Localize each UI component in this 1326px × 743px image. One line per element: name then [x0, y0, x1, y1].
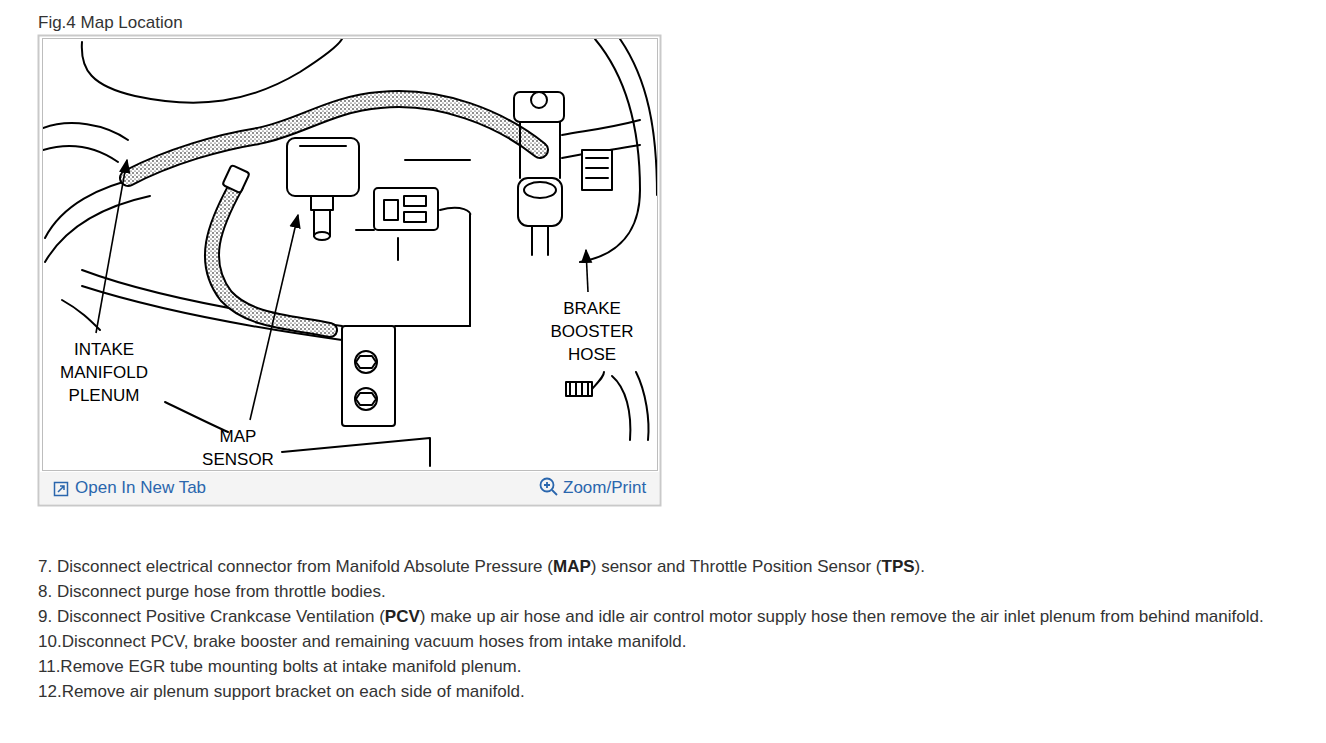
instruction-step: 7. Disconnect electrical connector from … — [38, 554, 1288, 579]
instruction-step: 8. Disconnect purge hose from throttle b… — [38, 579, 1288, 604]
engine-drawing-part — [570, 382, 588, 396]
engine-drawing-part — [82, 39, 342, 103]
part-label: INTAKE MANIFOLD PLENUM — [60, 338, 148, 407]
link-text: Zoom/Print — [563, 478, 646, 498]
step-text-part: ) — [420, 607, 426, 626]
engine-drawing-part — [580, 39, 640, 262]
engine-drawing-part — [531, 92, 547, 108]
step-text-part: sensor and Throttle Position Sensor — [596, 557, 875, 576]
engine-drawing-part — [404, 212, 426, 222]
instruction-step: 11.Remove EGR tube mounting bolts at int… — [38, 654, 1288, 679]
engine-drawing-part — [43, 123, 128, 140]
engine-drawing-part — [440, 208, 470, 215]
step-text-part: ) — [915, 557, 921, 576]
open-tab-icon — [55, 483, 68, 496]
engine-drawing-part — [636, 372, 649, 440]
engine-drawing-part — [355, 388, 377, 410]
figure-frame-part — [43, 39, 658, 471]
step-text-part: 12.Remove air plenum support bracket on … — [38, 682, 525, 701]
engine-drawing-part — [620, 39, 657, 195]
step-text-part: MAP — [553, 557, 591, 576]
engine-drawing-part — [532, 226, 548, 255]
zoom-icon-part — [541, 479, 554, 492]
engine-drawing-part — [562, 120, 640, 135]
engine-drawing-part — [342, 326, 395, 426]
part-label: MAP SENSOR — [202, 425, 274, 471]
step-text-part: ( — [379, 607, 385, 626]
open-tab-icon-part — [58, 486, 64, 492]
figure-frame — [39, 36, 661, 506]
engine-drawing-part — [356, 230, 398, 260]
leader-lines — [96, 160, 588, 420]
zoom-icon-part — [544, 482, 550, 488]
step-text-part: ( — [547, 557, 553, 576]
zoom-icon — [541, 479, 558, 496]
engine-drawing-part — [222, 165, 249, 193]
step-text-part: 8. Disconnect purge hose from throttle b… — [38, 582, 386, 601]
instruction-list: 7. Disconnect electrical connector from … — [38, 554, 1288, 704]
leader-lines-part — [586, 250, 588, 292]
figure-frame-part — [40, 472, 659, 504]
figure-frame-part — [39, 36, 661, 506]
engine-drawing-part — [384, 200, 398, 220]
engine-drawing-part — [592, 372, 604, 389]
engine-drawing-part — [355, 351, 377, 373]
engine-drawing-part — [612, 376, 630, 440]
engine-drawing-part — [282, 438, 430, 466]
engine-drawing-part — [518, 178, 562, 226]
engine-drawing — [43, 39, 657, 466]
step-text-part: make up air hose and idle air control mo… — [425, 607, 1263, 626]
engine-drawing-part — [524, 182, 556, 198]
engine-drawing-part — [356, 393, 376, 405]
leader-lines-part — [250, 215, 298, 420]
link-text: Open In New Tab — [75, 478, 206, 498]
engine-drawing-part — [314, 232, 330, 240]
step-text-part: 11.Remove EGR tube mounting bolts at int… — [38, 657, 522, 676]
instruction-step: 10.Disconnect PCV, brake booster and rem… — [38, 629, 1288, 654]
open-tab-icon-part — [55, 483, 68, 496]
engine-drawing-part — [300, 145, 346, 147]
engine-drawing-part — [405, 159, 470, 161]
engine-drawing-part — [514, 92, 564, 122]
engine-drawing-part — [395, 325, 470, 327]
engine-drawing-part — [287, 138, 359, 196]
engine-drawing-part — [469, 215, 471, 326]
engine-drawing-part — [311, 196, 333, 210]
engine-drawing-part — [582, 150, 612, 190]
part-label: BRAKE BOOSTER HOSE — [550, 297, 633, 366]
engine-drawing-part — [45, 178, 140, 238]
engine-drawing-part — [566, 382, 592, 396]
engine-drawing-part — [520, 120, 560, 178]
engine-drawing-part — [43, 146, 118, 162]
engine-drawing-part — [374, 188, 438, 230]
step-text-part: . — [920, 557, 925, 576]
step-text-part: 7. Disconnect electrical connector from … — [38, 557, 547, 576]
engine-drawing-part — [45, 196, 150, 262]
step-text-part: PCV — [385, 607, 420, 626]
instruction-step: 9. Disconnect Positive Crankcase Ventila… — [38, 604, 1288, 629]
step-text-part: ) — [591, 557, 597, 576]
step-text-part: 9. Disconnect Positive Crankcase Ventila… — [38, 607, 379, 626]
instruction-step: 12.Remove air plenum support bracket on … — [38, 679, 1288, 704]
zoom-icon-part — [552, 490, 557, 495]
engine-drawing-part — [165, 402, 228, 432]
step-text-part: 10.Disconnect PCV, brake booster and rem… — [38, 632, 687, 651]
step-text-part: ( — [876, 557, 882, 576]
engine-drawing-part — [62, 300, 100, 330]
leader-lines-part — [96, 160, 127, 333]
engine-drawing-part — [586, 158, 608, 178]
figure-caption: Fig.4 Map Location — [38, 12, 183, 34]
step-text-part: TPS — [882, 557, 915, 576]
engine-drawing-part — [404, 196, 426, 206]
engine-drawing-part — [356, 356, 376, 368]
